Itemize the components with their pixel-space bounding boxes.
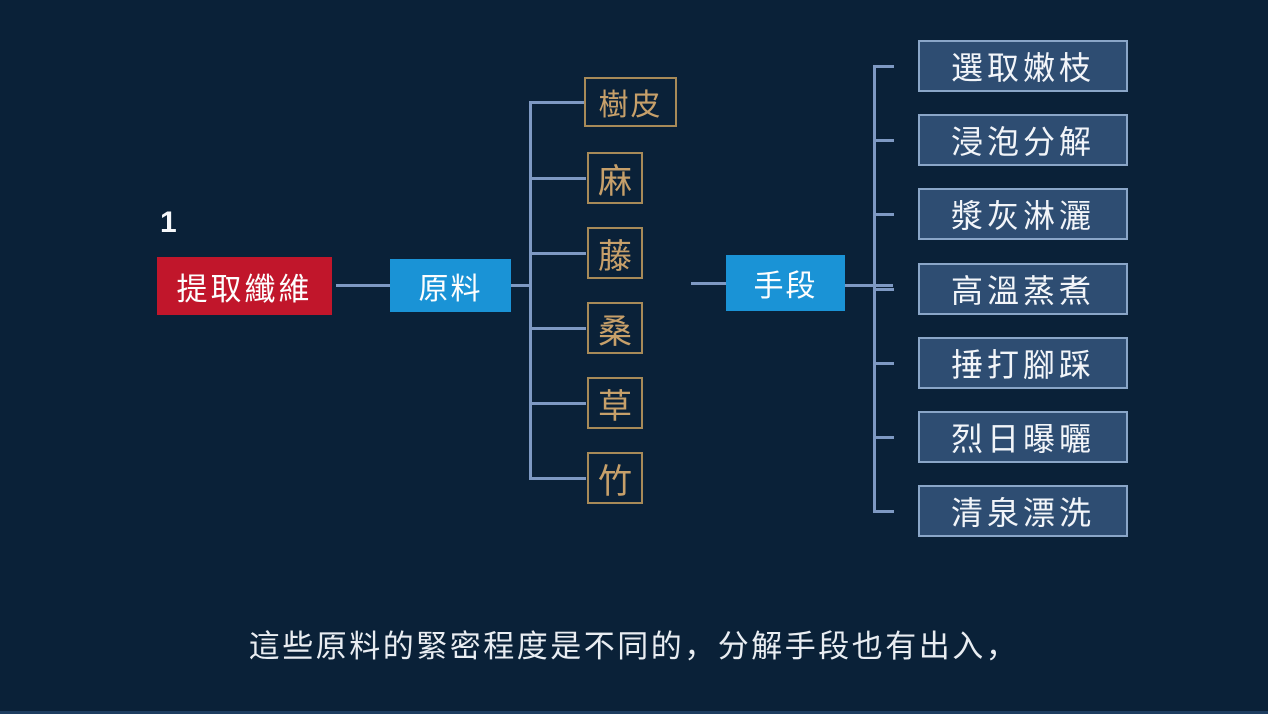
caption-text: 這些原料的緊密程度是不同的，分解手段也有出入， [248, 629, 1020, 664]
method-item-lime-pouring: 漿灰淋灑 [918, 188, 1128, 240]
branch-node-materials: 原料 [390, 259, 511, 312]
bottom-edge-strip [0, 711, 1268, 714]
connector-materials-to-spine [511, 284, 531, 287]
method-item-select-twigs: 選取嫩枝 [918, 40, 1128, 92]
method-item-soak-decompose: 浸泡分解 [918, 114, 1128, 166]
branch-node-methods: 手段 [726, 255, 845, 311]
method-item-label: 烈日曝曬 [950, 421, 1095, 457]
methods-branch-stub [873, 510, 894, 513]
connector-methods-left-stub [691, 282, 726, 285]
method-item-label: 捶打腳踩 [950, 347, 1095, 383]
connector-root-to-materials [336, 284, 390, 287]
material-item-label: 樹皮 [598, 89, 663, 122]
method-item-sun-exposure: 烈日曝曬 [918, 411, 1128, 463]
method-item-label: 浸泡分解 [950, 124, 1095, 160]
methods-branch-stub [873, 362, 894, 365]
methods-branch-stub [873, 139, 894, 142]
root-node-label: 提取纖維 [176, 271, 313, 307]
method-item-pound-trample: 捶打腳踩 [918, 337, 1128, 389]
connector-methods-to-spine [845, 284, 893, 287]
root-node-extract-fiber: 提取纖維 [157, 257, 332, 315]
material-item-mulberry: 桑 [587, 302, 643, 354]
method-item-label: 選取嫩枝 [950, 50, 1095, 86]
method-item-steam-boil: 高溫蒸煮 [918, 263, 1128, 315]
methods-branch-stub [873, 436, 894, 439]
material-item-grass: 草 [587, 377, 643, 429]
method-item-spring-rinse: 清泉漂洗 [918, 485, 1128, 537]
material-item-bamboo: 竹 [587, 452, 643, 504]
branch-materials-label: 原料 [418, 272, 483, 306]
method-item-label: 清泉漂洗 [950, 495, 1095, 531]
material-item-bark: 樹皮 [584, 77, 677, 127]
branch-methods-label: 手段 [753, 270, 818, 303]
materials-branch-stub [529, 252, 586, 255]
materials-bracket-spine [529, 101, 532, 480]
methods-branch-stub [873, 288, 894, 291]
materials-branch-stub [529, 477, 586, 480]
materials-branch-stub [529, 101, 586, 104]
material-item-hemp: 麻 [587, 152, 643, 204]
step-number-label: 1 [160, 206, 177, 239]
material-item-label: 桑 [598, 313, 632, 351]
method-item-label: 漿灰淋灑 [950, 198, 1095, 234]
materials-branch-stub [529, 402, 586, 405]
method-item-label: 高溫蒸煮 [950, 273, 1095, 309]
material-item-label: 麻 [598, 163, 632, 201]
methods-branch-stub [873, 65, 894, 68]
material-item-label: 藤 [598, 238, 632, 276]
materials-branch-stub [529, 177, 586, 180]
material-item-rattan: 藤 [587, 227, 643, 279]
material-item-label: 草 [598, 388, 632, 426]
materials-branch-stub [529, 327, 586, 330]
methods-branch-stub [873, 213, 894, 216]
material-item-label: 竹 [598, 463, 632, 501]
